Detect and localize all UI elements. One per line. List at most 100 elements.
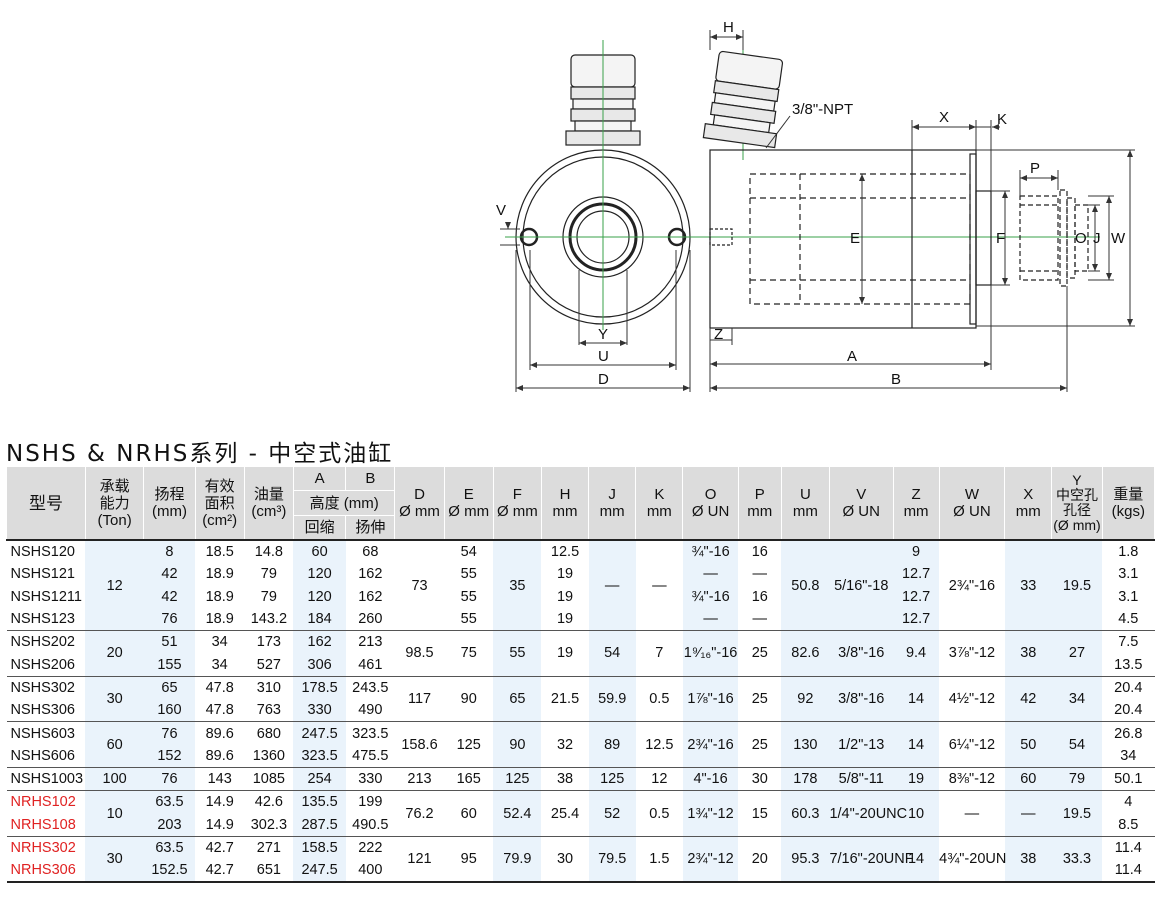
cell-stroke: 203 <box>143 813 196 837</box>
cell-y: 19.5 <box>1051 540 1103 631</box>
cell-o: 4"-16 <box>682 767 739 791</box>
cell-a: 178.5 <box>293 676 346 700</box>
label-K: K <box>997 111 1007 128</box>
cell-u: 95.3 <box>781 836 830 883</box>
cell-z: 12.7 <box>893 585 940 608</box>
cell-o: 1⅞"-16 <box>682 676 739 722</box>
cell-e: 55 <box>460 566 477 583</box>
cell-weight: 50.1 <box>1114 771 1143 788</box>
cell-model: NSHS603 <box>10 725 75 742</box>
cell-o: 1⁹⁄₁₆"-16 <box>682 630 739 677</box>
cell-k: — <box>652 577 667 594</box>
cell-x: 38 <box>1004 630 1052 677</box>
cell-v: 7/16"-20UNF <box>829 836 914 883</box>
label-U: U <box>598 348 609 365</box>
cell-oil: 310 <box>256 679 281 696</box>
cell-y: 79 <box>1051 767 1103 791</box>
cell-area: 143 <box>207 771 232 788</box>
cell-model: NSHS206 <box>10 656 75 673</box>
cell-oil: 527 <box>256 656 281 673</box>
cell-w: 8⅜"-12 <box>948 771 996 788</box>
cell-x: 42 <box>1004 676 1052 722</box>
cell-weight: 3.1 <box>1118 566 1139 583</box>
cell-area: 34 <box>211 634 228 651</box>
cell-stroke: 8 <box>143 540 196 564</box>
cell-area: 14.9 <box>205 794 234 811</box>
cell-oil: 79 <box>260 588 277 605</box>
cell-d: 73 <box>411 577 428 594</box>
cell-p: 25 <box>751 645 768 662</box>
cell-weight: 4 <box>1124 794 1133 811</box>
cell-oil: 1360 <box>252 747 285 764</box>
cell-u: 50.8 <box>781 540 830 631</box>
cell-v: 3/8"-16 <box>829 630 893 677</box>
cell-a: 162 <box>293 630 346 654</box>
cell-d: 213 <box>407 771 432 788</box>
col-retracted: 回缩 <box>292 515 347 540</box>
cell-oil: 680 <box>256 725 281 742</box>
cell-weight: 3.1 <box>1118 588 1139 605</box>
cell-v: 3/8"-16 <box>829 676 893 722</box>
cell-weight: 34 <box>1120 747 1137 764</box>
cell-a: 247.5 <box>293 859 346 883</box>
col-A: A <box>292 467 347 491</box>
cell-stroke: 76 <box>143 767 196 791</box>
cell-z: 14 <box>893 721 940 768</box>
cell-x: 60 <box>1004 767 1052 791</box>
col-capacity: 承载能力(Ton) <box>84 467 145 540</box>
cell-o: ¾"-16 <box>682 540 739 564</box>
cell-model: NSHS302 <box>10 679 75 696</box>
cell-model: NRHS108 <box>10 816 76 833</box>
cell-z: 19 <box>893 767 940 791</box>
cell-p: 25 <box>751 736 768 753</box>
cell-a: 120 <box>293 585 346 608</box>
cell-model: NRHS102 <box>10 794 76 811</box>
cell-z: 10 <box>893 790 940 837</box>
cell-e: 90 <box>460 691 477 708</box>
cell-area: 18.9 <box>205 566 234 583</box>
cell-stroke: 63.5 <box>143 790 196 814</box>
cell-p: 25 <box>751 691 768 708</box>
col-extended: 扬伸 <box>345 515 396 540</box>
cell-model: NSHS606 <box>10 747 75 764</box>
cell-z: 14 <box>893 836 940 883</box>
cell-f: 125 <box>493 767 542 791</box>
cell-p: — <box>752 611 768 628</box>
cell-p: 15 <box>751 805 768 822</box>
cell-oil: 42.6 <box>254 794 283 811</box>
cell-f: 90 <box>493 721 542 768</box>
cell-a: 323.5 <box>293 744 346 768</box>
cell-a: 306 <box>293 653 346 677</box>
cell-weight: 20.4 <box>1114 702 1143 719</box>
cell-stroke: 152.5 <box>143 859 196 883</box>
cell-a: 287.5 <box>293 813 346 837</box>
cell-model: NSHS120 <box>10 544 75 561</box>
cell-j: 52 <box>588 790 636 837</box>
cell-e: 55 <box>460 611 477 628</box>
cell-p: — <box>752 566 768 583</box>
cell-capacity: 30 <box>85 836 144 883</box>
side-view-dimensions <box>709 30 1135 392</box>
cell-h: 25.4 <box>550 805 580 822</box>
cell-b: 68 <box>362 544 379 561</box>
cell-b: 490.5 <box>352 816 389 833</box>
cell-e: 54 <box>460 544 477 561</box>
cell-capacity: 20 <box>85 630 144 677</box>
label-H: H <box>723 19 734 36</box>
cell-weight: 11.4 <box>1114 840 1142 856</box>
cell-p: 30 <box>751 771 768 788</box>
col-model: 型号 <box>6 467 86 540</box>
cell-x: — <box>1004 790 1052 837</box>
cell-j: 79.5 <box>588 836 636 883</box>
cell-b: 323.5 <box>352 725 389 742</box>
cell-oil: 143.2 <box>250 611 288 628</box>
